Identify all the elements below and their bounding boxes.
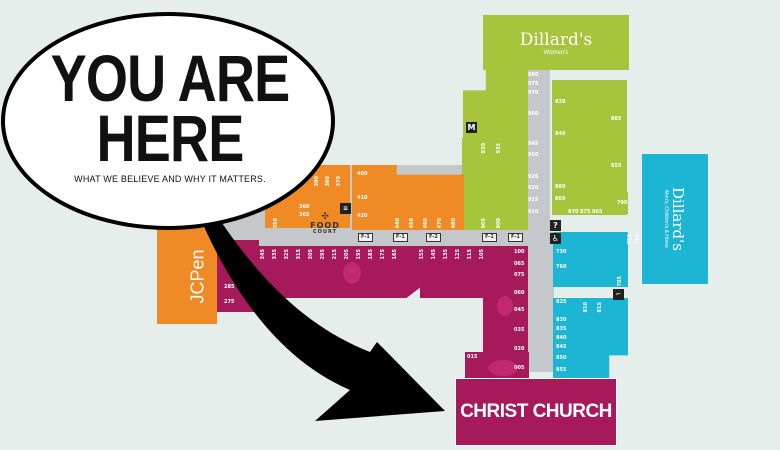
anchor-sub: Women's	[543, 49, 569, 56]
unit-number: 360	[299, 204, 310, 210]
unit-number: 850	[556, 355, 567, 361]
unit-number: 275	[224, 299, 235, 305]
walkway-main	[205, 228, 550, 246]
unit-number: 970	[528, 90, 539, 96]
unit-number: 015	[467, 354, 478, 360]
unit-number: 420	[357, 213, 368, 219]
unit-number: 855	[556, 367, 567, 373]
unit-number: 875	[580, 209, 591, 215]
unit-number: 865	[592, 209, 603, 215]
unit-number: 915	[528, 197, 539, 203]
unit-number: 845	[556, 344, 567, 350]
unit-number: 980	[528, 72, 539, 78]
unit-number: 820	[555, 99, 566, 105]
unit-number: 945	[528, 141, 539, 147]
unit-number: 020	[514, 346, 525, 352]
unit-number: 065	[514, 261, 525, 267]
kiosk-oval	[497, 296, 513, 316]
kiosk-oval	[343, 262, 361, 284]
accessible-icon: ♿	[550, 233, 561, 244]
headline-line1: YOU ARE	[50, 41, 291, 115]
unit-number: 870	[568, 209, 579, 215]
speech-bubble: YOU ARE HERE WHAT WE BELIEVE AND WHY IT …	[20, 41, 320, 184]
stairs-icon: ⌐	[613, 289, 624, 300]
anchor-dillards-mens[interactable]: Dillard's Men's, Children's & Home	[642, 154, 708, 284]
unit-number: 400	[357, 171, 368, 177]
mall-office-icon: M	[466, 122, 477, 133]
escalator-icon: ≡	[340, 203, 351, 214]
unit-number: 410	[357, 195, 368, 201]
unit-number: 365	[299, 212, 310, 218]
unit-number: 005	[514, 365, 525, 371]
unit-number: 045	[514, 307, 525, 313]
store-block-orange-east[interactable]	[352, 165, 464, 230]
unit-number: 075	[514, 272, 525, 278]
food-court-line2: COURT	[312, 229, 338, 235]
kiosk-oval	[488, 360, 518, 376]
exit-marker: F-1	[508, 233, 523, 242]
headline-line2: HERE	[96, 101, 244, 175]
information-icon: ?	[550, 220, 561, 231]
destination-label: CHRIST CHURCH	[460, 401, 612, 422]
unit-number: 760	[556, 264, 567, 270]
unit-number: 825	[556, 299, 567, 305]
anchor-name: Dillard's	[519, 29, 593, 50]
tagline: WHAT WE BELIEVE AND WHY IT MATTERS.	[74, 174, 266, 184]
unit-number: 100	[514, 249, 525, 255]
unit-number: 910	[528, 209, 539, 215]
destination-christ-church[interactable]: CHRIST CHURCH	[455, 378, 617, 446]
unit-number: 730	[556, 249, 567, 255]
unit-number: 885	[611, 116, 622, 122]
exit-marker: F-2	[426, 233, 441, 242]
store-block-green-center[interactable]	[462, 138, 528, 230]
food-court-line1: FOOD	[310, 221, 340, 230]
store-block-green-small[interactable]	[603, 192, 628, 214]
walkway-south	[528, 232, 554, 372]
exit-marker: F-1	[358, 233, 373, 242]
walkway-north	[528, 70, 550, 248]
unit-number: 840	[556, 335, 567, 341]
anchor-dillards-womens[interactable]: Dillard's Women's	[483, 15, 629, 70]
unit-number: 840	[555, 131, 566, 137]
unit-number: 790	[617, 200, 628, 206]
exit-marker: F-1	[393, 233, 408, 242]
unit-number: 035	[514, 327, 525, 333]
unit-number: 860	[555, 196, 566, 202]
fork-icon: ✣	[321, 212, 329, 222]
unit-number: 830	[556, 317, 567, 323]
unit-number: 835	[556, 326, 567, 332]
unit-number: 920	[528, 185, 539, 191]
unit-number: 960	[528, 111, 539, 117]
unit-number: 975	[528, 81, 539, 87]
unit-number: 855	[611, 163, 622, 169]
unit-number: 950	[528, 152, 539, 158]
anchor-jcpenney[interactable]: JCPen	[157, 228, 217, 324]
unit-number: 285	[224, 284, 235, 290]
store-block-cyan-north[interactable]	[553, 232, 628, 287]
unit-number: 880	[555, 184, 566, 190]
unit-number: 060	[514, 290, 525, 296]
exit-marker: F-1	[482, 233, 497, 242]
food-court-label: ✣ FOOD COURT	[308, 213, 342, 235]
unit-number: 925	[528, 174, 539, 180]
